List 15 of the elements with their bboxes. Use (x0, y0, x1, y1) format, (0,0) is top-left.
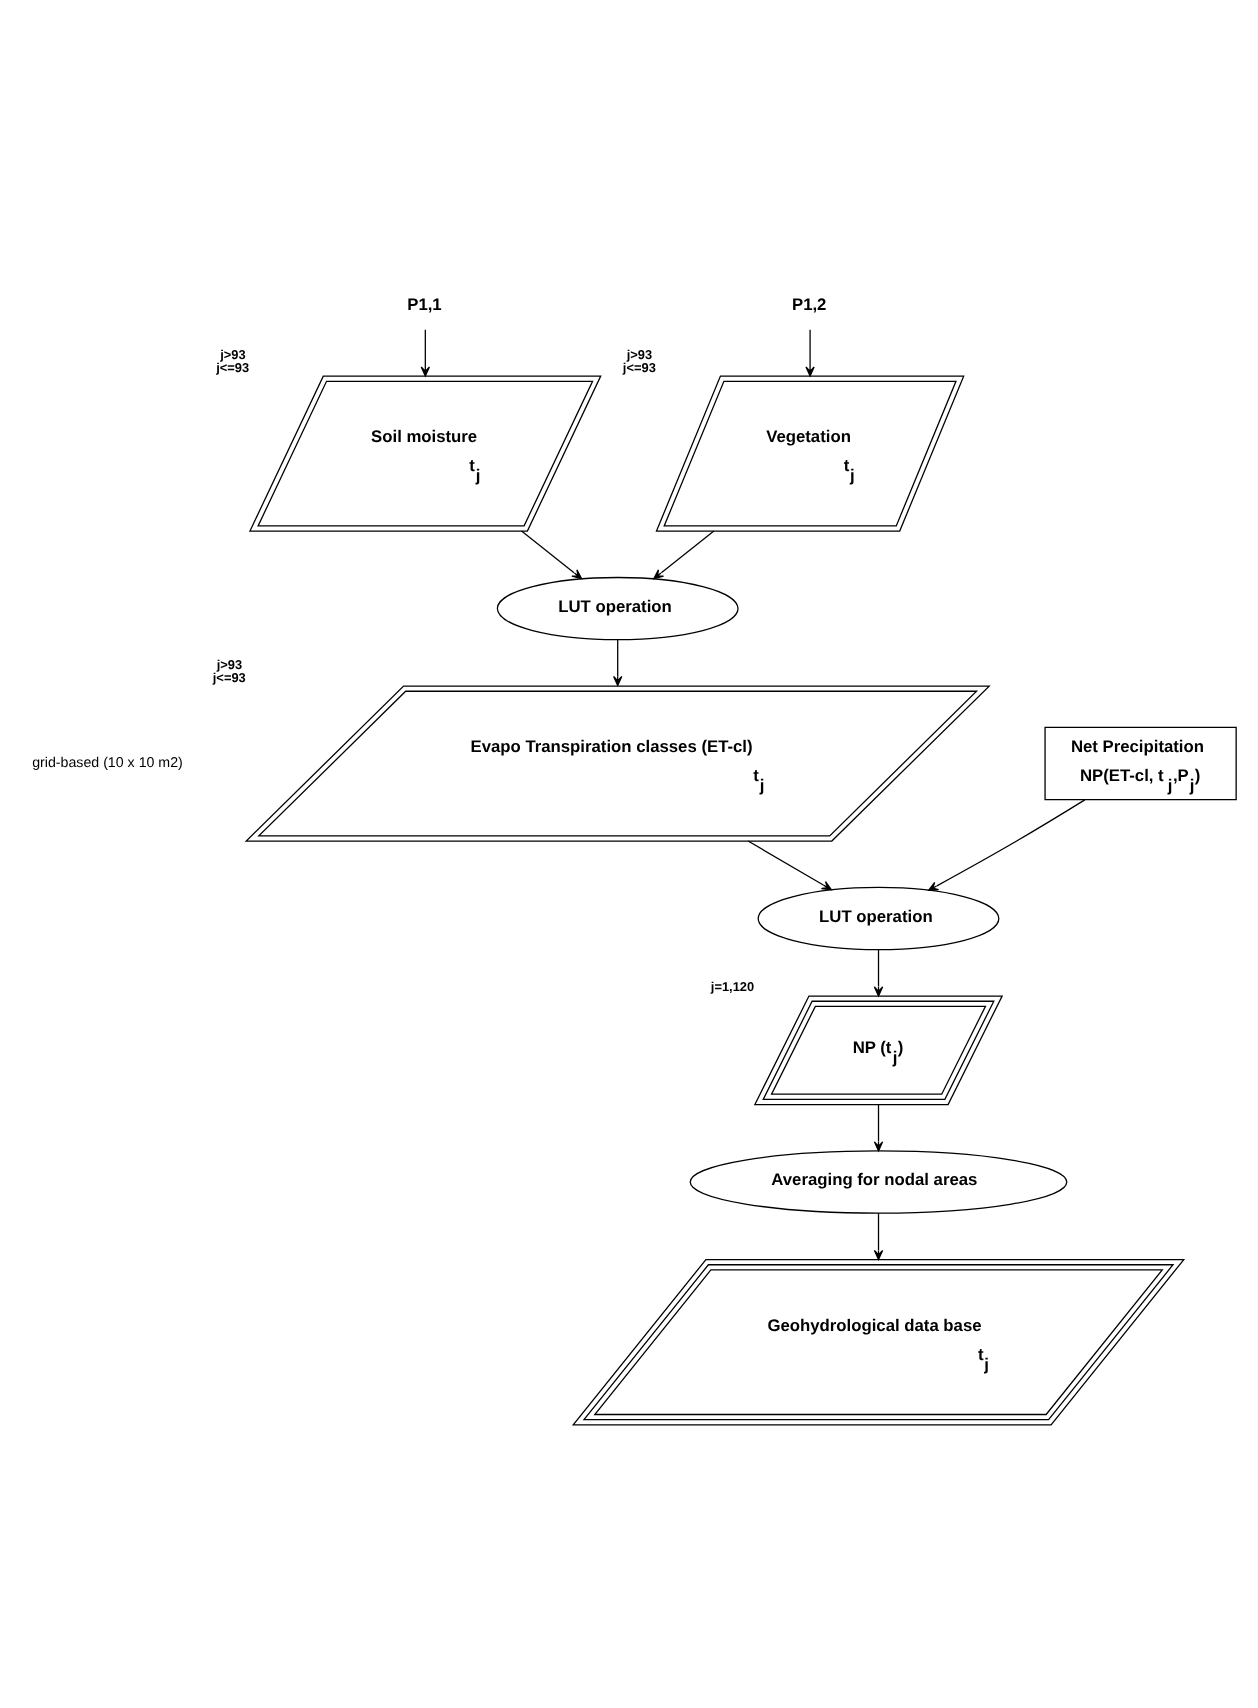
arrow (873, 1212, 884, 1261)
arrow (420, 329, 431, 377)
arrow (873, 949, 884, 997)
node-text: P1,1 (407, 293, 442, 314)
arrow (520, 530, 583, 580)
arrow (805, 329, 815, 377)
arrow (928, 799, 1086, 891)
node-text: P1,2 (792, 293, 827, 314)
arrow (653, 530, 715, 580)
node-ellipse: Averaging for nodal areas (689, 1150, 1068, 1214)
arrow (747, 840, 832, 891)
arrow (873, 1104, 884, 1152)
arrow (613, 639, 623, 687)
node-ellipse: LUT operation (496, 576, 739, 641)
node-ellipse: LUT operation (757, 886, 1000, 951)
